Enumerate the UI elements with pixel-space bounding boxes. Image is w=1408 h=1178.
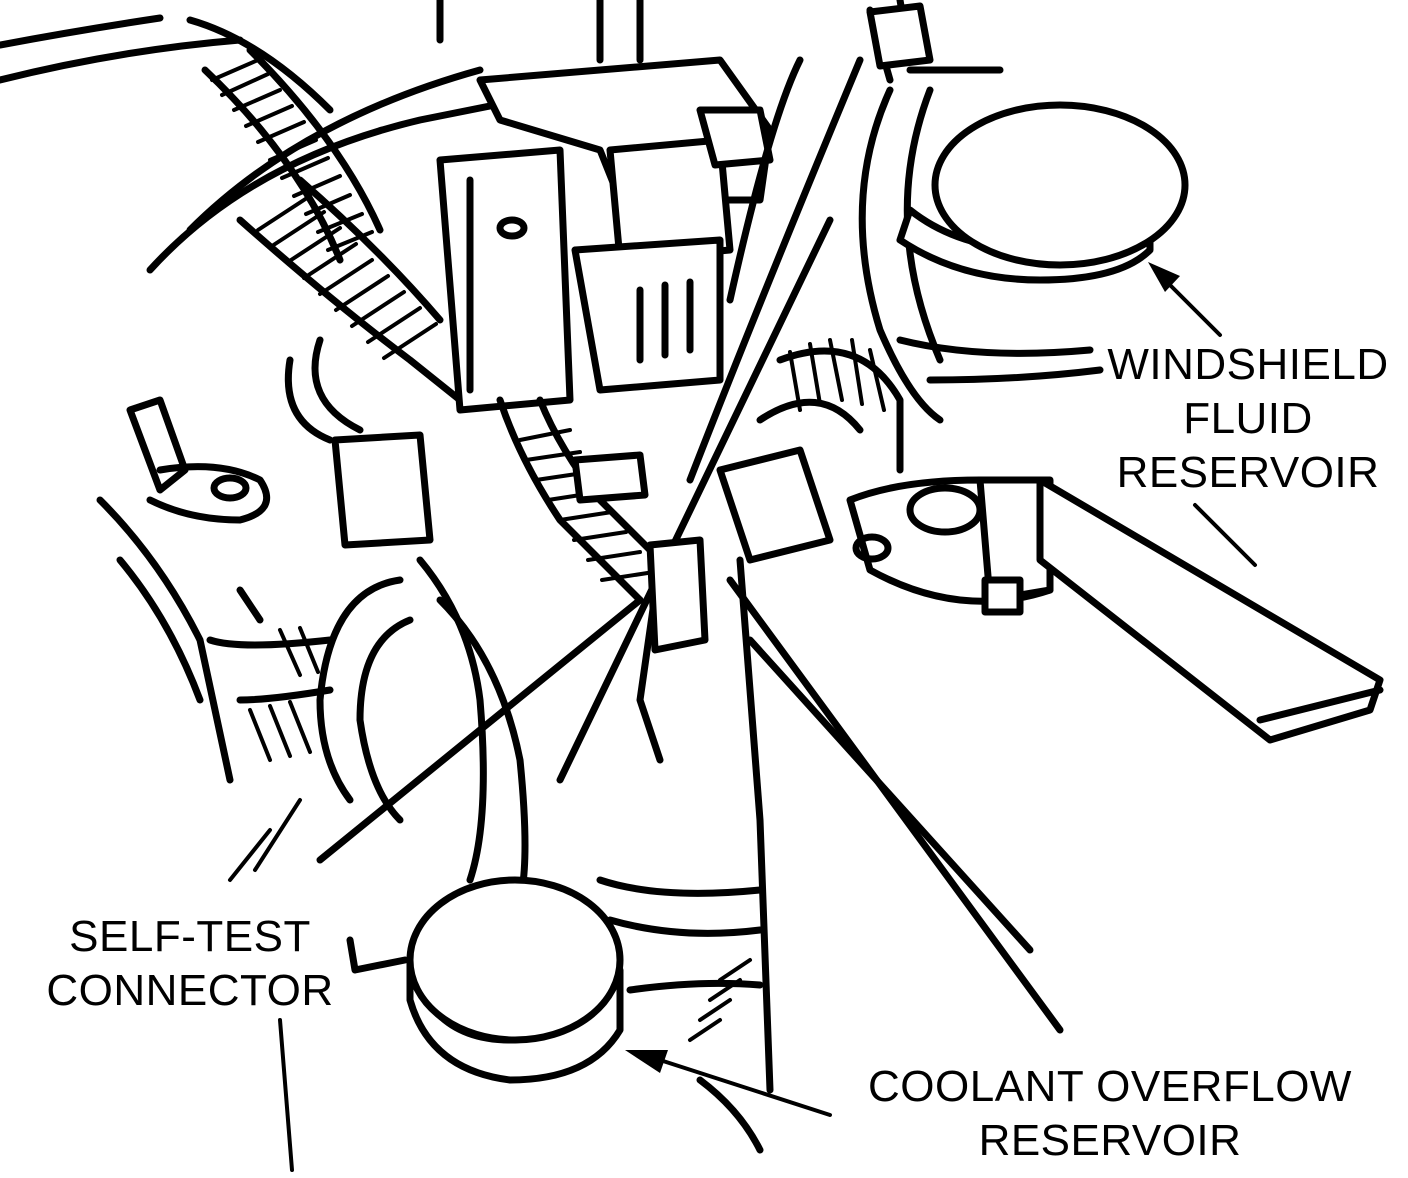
lower-details — [596, 536, 774, 1154]
fender-lines — [0, 14, 524, 274]
label-line: SELF-TEST — [69, 912, 311, 961]
left-bracket — [126, 336, 434, 549]
leader-lines — [228, 262, 1257, 1172]
corrugated-hose-right — [716, 338, 904, 564]
central-module — [436, 0, 774, 414]
windshield-reservoir-cap — [858, 0, 1189, 424]
label-line: RESERVOIR — [978, 1116, 1242, 1165]
windshield-fluid-reservoir-label: WINDSHIELD FLUID RESERVOIR — [1100, 338, 1396, 500]
right-clamp — [846, 336, 1104, 616]
self-test-connector-label: SELF-TEST CONNECTOR — [40, 910, 340, 1018]
label-line: FLUID — [1183, 394, 1313, 443]
coolant-overflow-reservoir-label: COOLANT OVERFLOW RESERVOIR — [850, 1060, 1370, 1168]
label-line: RESERVOIR — [1116, 448, 1380, 497]
left-panel-lines — [96, 496, 264, 784]
label-line: CONNECTOR — [46, 966, 334, 1015]
corrugated-hose-middle — [236, 176, 464, 404]
label-line: WINDSHIELD — [1107, 340, 1389, 389]
coolant-reservoir-cap — [346, 876, 624, 1084]
lower-hose — [206, 556, 529, 904]
reservoir-body — [1036, 476, 1384, 744]
wire-harness — [496, 396, 684, 604]
label-line: COOLANT OVERFLOW — [868, 1062, 1352, 1111]
